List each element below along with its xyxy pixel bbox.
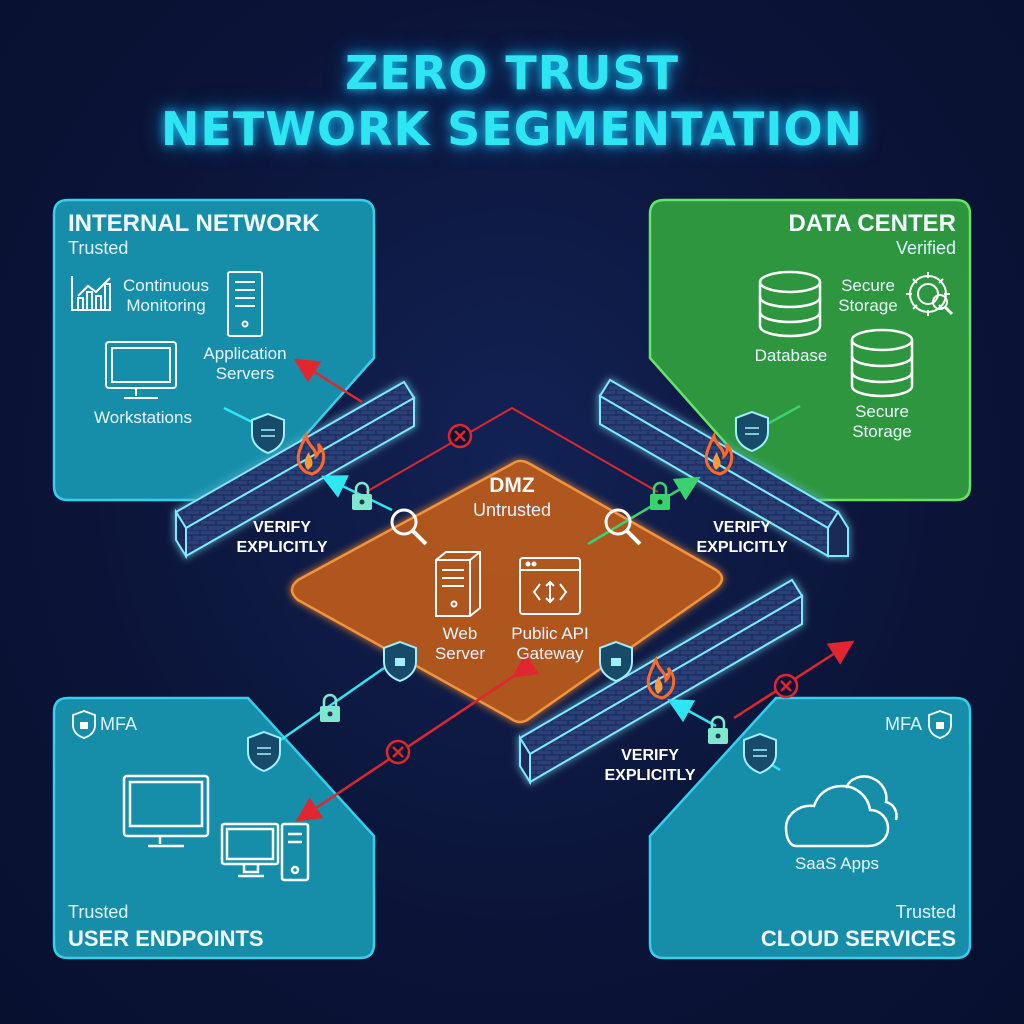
- cloud-services-title: CLOUD SERVICES: [760, 926, 956, 951]
- fire-icon-bottom: [646, 655, 676, 700]
- internal-network-trust: Trusted: [68, 238, 129, 258]
- denied-arrow-endpoints: [295, 653, 540, 822]
- shield-icon-internal: [251, 412, 285, 455]
- deny-icon-bottom-right: [773, 673, 799, 699]
- shield-lock-icon-endpoints-mfa: [72, 710, 96, 739]
- verified-link-internal: [223, 406, 257, 426]
- data-center-trust: Verified: [895, 238, 956, 258]
- cloud-icon: [784, 775, 898, 848]
- magnifier-icon-left: [390, 508, 428, 546]
- database-icon-secure-storage: [850, 328, 914, 398]
- dmz-trust: Untrusted: [472, 500, 552, 520]
- server-icon-app: [227, 271, 263, 337]
- denied-path-top: [365, 406, 659, 493]
- cloud-trust: Trusted: [895, 902, 956, 922]
- dmz-title: DMZ: [489, 474, 535, 497]
- server-icon-web: [435, 551, 481, 617]
- database-icon: [758, 270, 822, 338]
- gear-search-icon: [906, 272, 954, 316]
- cloud-mfa-label: MFA: [884, 714, 922, 734]
- shield-lock-icon-cloud-mfa: [928, 710, 952, 739]
- deny-icon-bottom-left: [385, 739, 411, 765]
- user-endpoints-zone: [52, 696, 376, 960]
- endpoints-mfa-label: MFA: [100, 714, 138, 734]
- data-center-zone: [648, 198, 972, 502]
- monitoring-label: Continuous Monitoring: [122, 276, 209, 315]
- database-label: Database: [754, 346, 828, 365]
- verify-explicitly-left: VERIFY EXPLICITLY: [236, 519, 328, 556]
- secure-storage-label-2: Secure Storage: [852, 402, 912, 441]
- shield-icon-dmz-right: [599, 640, 633, 683]
- app-servers-label: Application Servers: [203, 344, 287, 383]
- diagram-title-line1: ZERO TRUST: [345, 46, 679, 100]
- denied-arrow-internal: [293, 358, 363, 404]
- verify-explicitly-bottom: VERIFY EXPLICITLY: [604, 747, 696, 784]
- chart-monitoring-icon: [71, 276, 111, 311]
- monitor-icon-endpoint: [122, 774, 210, 848]
- workstations-label: Workstations: [94, 408, 192, 427]
- internal-network-title: INTERNAL NETWORK: [68, 210, 320, 237]
- allowed-arrow-datacenter: [587, 476, 701, 546]
- web-server-label: Web Server: [434, 624, 486, 663]
- verify-explicitly-right: VERIFY EXPLICITLY: [696, 519, 788, 556]
- lock-icon-internal: [352, 481, 372, 510]
- secure-storage-label-1: Secure Storage: [838, 276, 898, 315]
- firewall-top-right: [598, 378, 849, 558]
- diagram-title-line2: NETWORK SEGMENTATION: [160, 102, 864, 156]
- monitor-icon-workstation: [105, 341, 177, 399]
- shield-icon-datacenter: [735, 410, 769, 453]
- api-gateway-icon: [519, 557, 581, 615]
- endpoints-trust: Trusted: [68, 902, 129, 922]
- shield-icon-endpoints: [247, 730, 281, 773]
- desktop-pc-icon: [220, 822, 310, 882]
- fire-icon-left: [296, 431, 326, 476]
- firewall-top-left: [174, 380, 416, 560]
- lock-icon-datacenter: [650, 481, 670, 510]
- internal-network-zone: [52, 198, 376, 502]
- shield-icon-dmz-left: [383, 640, 417, 683]
- magnifier-icon-right: [604, 508, 642, 546]
- saas-apps-label: SaaS Apps: [794, 854, 880, 873]
- fire-icon-right: [704, 431, 734, 476]
- data-center-title: DATA CENTER: [788, 210, 956, 237]
- verify-arrow-cloud: [667, 699, 717, 728]
- lock-icon-cloud: [708, 715, 728, 744]
- api-gateway-label: Public API Gateway: [511, 624, 589, 663]
- deny-icon-top: [447, 423, 473, 449]
- user-endpoints-title: USER ENDPOINTS: [68, 926, 264, 951]
- lock-icon-endpoints: [320, 693, 340, 722]
- cloud-services-zone: [648, 696, 972, 960]
- shield-icon-cloud: [743, 732, 777, 775]
